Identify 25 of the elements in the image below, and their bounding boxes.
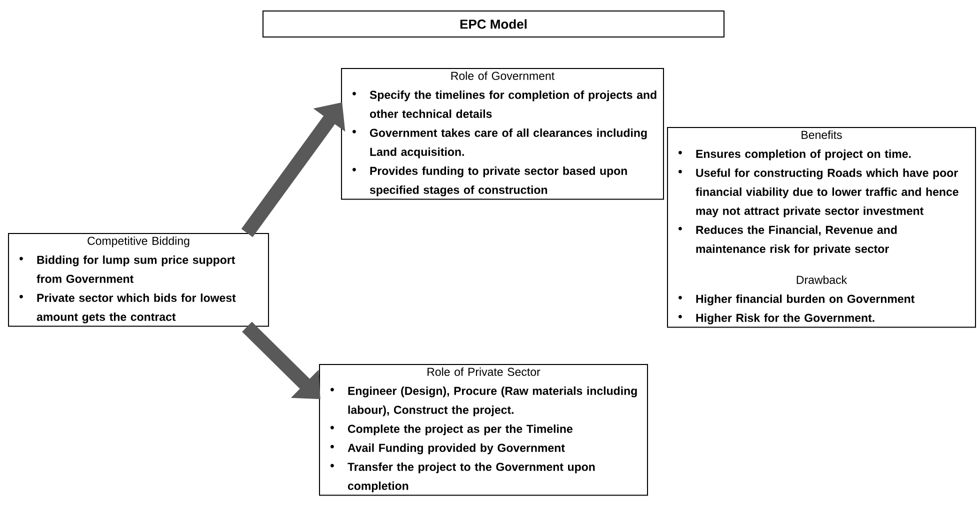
box-heading: Benefits	[802, 130, 842, 139]
title-box: EPC Model	[262, 10, 724, 38]
bullet-item: Avail Funding provided by Government	[330, 444, 565, 454]
box-heading: Role of Private Sector	[428, 368, 540, 376]
bullet-item: Government takes care of all clearances including Land acquisition.	[352, 128, 647, 158]
text-box	[667, 127, 976, 328]
bullet-item: Engineer (Design), Procure (Raw materials including labour), Construct the project.	[330, 386, 637, 416]
bullet-item: Complete the project as per the Timeline	[330, 424, 572, 436]
bullet-item: Bidding for lump sum price support from Government	[20, 256, 236, 283]
bullet-item: Private sector which bids for lowest amount gets the contract	[20, 294, 236, 324]
text-box	[341, 68, 664, 200]
bullet-item: Provides funding to private sector based upon specified stages of construction	[352, 166, 627, 196]
box-heading: Role of Government	[451, 72, 554, 80]
bullet-item: Reduces the Financial, Revenue and maintenance risk for private sector	[678, 226, 897, 256]
bullet-item: Specify the timelines for completion of projects and other technical details	[352, 90, 656, 118]
text-box	[319, 364, 648, 496]
box-heading: Competitive Bidding	[88, 236, 190, 248]
bullet-item: Ensures completion of project on time.	[678, 150, 911, 160]
bullet-item: Useful for constructing Roads which have poor financial viability due to lower traffic and hence may not attract private sector investment	[678, 168, 958, 218]
text-box	[8, 233, 269, 327]
bullet-item: Higher Risk for the Government.	[678, 314, 874, 324]
block-arrow	[242, 322, 320, 400]
bullet-item: Transfer the project to the Government upon completion	[330, 462, 595, 492]
bullet-item: Higher financial burden on Government	[678, 294, 915, 306]
box-heading: Drawback	[796, 276, 848, 284]
